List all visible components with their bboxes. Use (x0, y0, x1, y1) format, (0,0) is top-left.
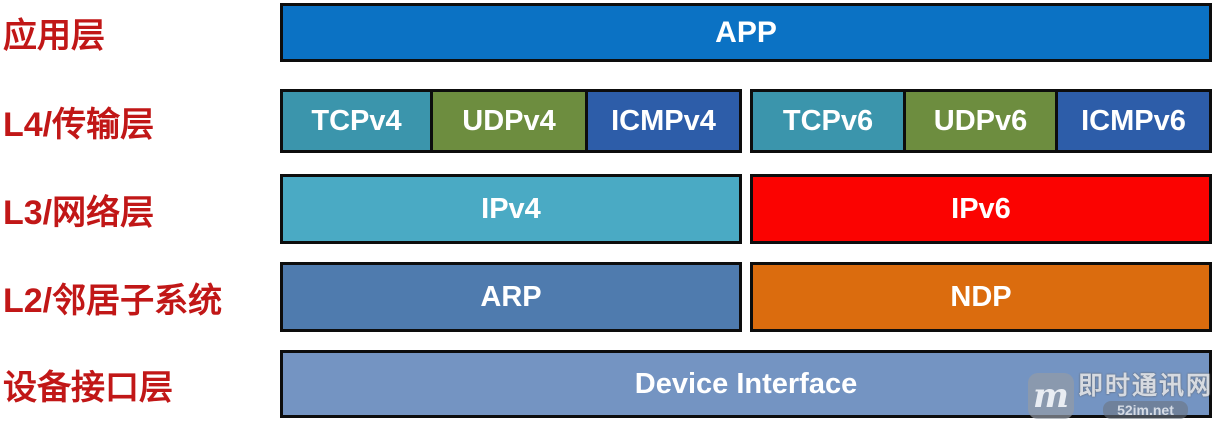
box-udpv6: UDPv6 (903, 89, 1058, 153)
layer-label-l4-transport: L4/传输层 (3, 105, 155, 144)
box-ipv6: IPv6 (750, 174, 1212, 244)
layer-label-l2-neighbor: L2/邻居子系统 (3, 281, 223, 320)
box-tcpv4: TCPv4 (280, 89, 433, 153)
box-udpv4: UDPv4 (430, 89, 588, 153)
watermark-site-url: 52im.net (1103, 401, 1188, 419)
layer-label-application: 应用层 (3, 17, 105, 55)
watermark-site-name: 即时通讯网 (1077, 372, 1213, 400)
box-icmpv6: ICMPv6 (1055, 89, 1212, 153)
watermark: m 即时通讯网 52im.net (1027, 372, 1213, 419)
box-app: APP (280, 3, 1212, 62)
layer-label-device-interface: 设备接口层 (3, 368, 173, 407)
l4-group-v4: TCPv4 UDPv4 ICMPv4 (280, 89, 742, 153)
watermark-logo-icon: m (1027, 373, 1074, 419)
box-arp: ARP (280, 262, 742, 332)
box-ipv4: IPv4 (280, 174, 742, 244)
box-ndp: NDP (750, 262, 1212, 332)
layer-label-l3-network: L3/网络层 (3, 193, 155, 232)
box-tcpv6: TCPv6 (750, 89, 906, 153)
box-icmpv4: ICMPv4 (585, 89, 742, 153)
l4-group-v6: TCPv6 UDPv6 ICMPv6 (750, 89, 1212, 153)
